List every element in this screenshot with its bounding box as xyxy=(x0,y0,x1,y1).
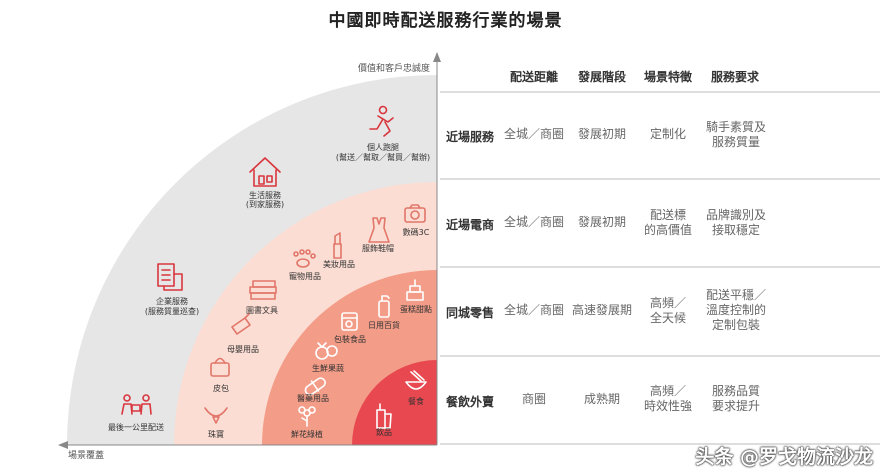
cell-r1-stage: 發展初期 xyxy=(577,127,626,141)
cell-r3-distance: 全城／商圈 xyxy=(503,303,564,317)
third-item-3-label: 包裝食品 xyxy=(334,334,366,344)
second-item-6-label: 母嬰用品 xyxy=(227,345,259,354)
flower-icon xyxy=(298,406,316,427)
pet-icon xyxy=(293,249,316,268)
handbag-icon xyxy=(210,357,230,377)
second-item-5-label: 圖書文具 xyxy=(246,305,278,315)
row-name-near-ecommerce: 近場電商 xyxy=(446,218,495,232)
col-header-feature: 場景特徵 xyxy=(643,70,692,84)
second-item-7-label: 皮包 xyxy=(213,383,229,393)
cell-r4-distance: 商圈 xyxy=(521,392,546,406)
inner-item-1-label: 餐食 xyxy=(408,396,424,406)
pill-icon xyxy=(304,377,326,396)
cell-r2-requirement: 品牌識別及 接取穩定 xyxy=(705,208,766,237)
x-axis-arrow xyxy=(58,441,68,449)
outer-item-1-sub: (幫送／幫取／幫買／幫辦) xyxy=(336,152,430,162)
camera-icon xyxy=(404,204,426,223)
third-item-2-label: 日用百貨 xyxy=(368,320,400,330)
outer-item-1-label: 個人跑腿 xyxy=(367,142,399,152)
second-item-3-label: 美妝用品 xyxy=(323,259,355,269)
cell-r3-feature: 高頻／ 全天候 xyxy=(649,296,686,325)
cake-icon xyxy=(406,279,424,301)
outer-item-2-label: 生活服務 xyxy=(249,190,281,200)
row-name-city-retail: 同城零售 xyxy=(446,306,495,320)
document-icon xyxy=(157,263,183,291)
second-item-2-label: 服飾鞋帽 xyxy=(362,243,394,253)
cell-r3-requirement: 配送平穩／ 溫度控制的 定制包裝 xyxy=(705,288,766,332)
cell-r4-stage: 成熟期 xyxy=(583,392,620,406)
x-axis-label: 場景覆蓋 xyxy=(68,449,104,461)
col-header-distance: 配送距離 xyxy=(509,70,558,84)
watermark: 头条 @罗戈物流沙龙 xyxy=(695,446,873,468)
outer-item-4-label: 最後一公里配送 xyxy=(108,422,164,432)
third-item-6-label: 鮮花綠植 xyxy=(291,429,323,439)
cell-r2-distance: 全城／商圈 xyxy=(503,215,564,229)
cell-r1-requirement: 騎手素質及 服務質量 xyxy=(705,120,766,149)
running-person-icon xyxy=(369,105,394,137)
bowl-icon xyxy=(405,370,427,390)
feeding-bottle-icon xyxy=(231,313,251,335)
row-name-food-delivery: 餐飲外賣 xyxy=(446,395,495,409)
col-header-requirement: 服務要求 xyxy=(710,70,759,84)
second-item-4-label: 寵物用品 xyxy=(289,271,321,281)
necklace-icon xyxy=(204,407,228,424)
third-item-5-label: 醫藥用品 xyxy=(297,393,329,403)
packaged-food-icon xyxy=(341,312,358,331)
cell-r2-stage: 發展初期 xyxy=(577,215,626,229)
outer-item-3-label: 企業服務 xyxy=(156,296,188,306)
cell-r1-distance: 全城／商圈 xyxy=(503,127,564,141)
drink-icon xyxy=(376,403,392,429)
third-item-4-label: 生鮮果蔬 xyxy=(312,363,344,373)
col-header-stage: 發展階段 xyxy=(577,70,626,84)
y-axis-arrow xyxy=(433,52,441,62)
dress-icon xyxy=(368,217,390,243)
delivery-people-icon xyxy=(121,394,152,415)
diagram-title: 中國即時配送服務行業的場景 xyxy=(328,11,563,31)
cell-r2-feature: 配送標 的高價值 xyxy=(643,208,692,237)
outer-item-3-sub: (服務質量巡查) xyxy=(145,306,199,316)
cell-r4-feature: 高頻／ 時效性強 xyxy=(643,384,692,413)
detergent-icon xyxy=(378,295,390,318)
outer-item-2-sub: (到家服務) xyxy=(246,199,284,209)
cell-r1-feature: 定制化 xyxy=(649,127,686,141)
row-name-near-service: 近場服務 xyxy=(446,130,495,144)
books-icon xyxy=(249,280,277,300)
inner-item-2-label: 飲品 xyxy=(376,427,392,437)
third-item-1-label: 蛋糕甜點 xyxy=(400,304,432,314)
cell-r4-requirement: 服務品質 要求提升 xyxy=(711,384,760,413)
y-axis-label: 價值和客戶忠誠度 xyxy=(358,62,430,74)
second-item-8-label: 珠寶 xyxy=(208,429,224,439)
house-icon xyxy=(249,157,281,187)
cell-r3-stage: 高速發展期 xyxy=(571,303,632,317)
lipstick-icon xyxy=(333,232,342,259)
second-item-1-label: 數碼3C xyxy=(403,227,430,237)
vegetables-icon xyxy=(315,342,338,360)
